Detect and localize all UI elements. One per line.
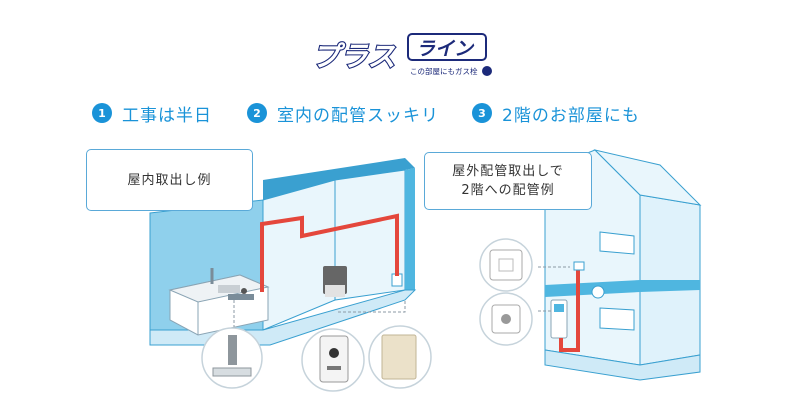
feature-2: 2 室内の配管スッキリ <box>247 102 439 126</box>
feature-3: 3 2階のお部屋にも <box>472 102 640 126</box>
feature-1-text: 工事は半日 <box>122 105 212 126</box>
logo-sub-text: この部屋にもガス栓 <box>410 66 478 76</box>
callout-indoor: 屋内取出し例 <box>86 149 253 211</box>
callout-outdoor-line2: 2階への配管例 <box>461 183 555 198</box>
detail-wall-outlet-beige <box>368 325 432 389</box>
feature-1: 1 工事は半日 <box>92 102 212 126</box>
callout-indoor-text: 屋内取出し例 <box>127 172 212 188</box>
feature-2-number: 2 <box>247 103 267 123</box>
gas-outlet-icon <box>482 66 492 76</box>
feature-3-number: 3 <box>472 103 492 123</box>
detail-wall-outlet-dark <box>301 328 365 392</box>
feature-2-text: 室内の配管スッキリ <box>277 105 439 126</box>
callout-outdoor: 屋外配管取出しで 2階への配管例 <box>424 152 592 210</box>
feature-3-text: 2階のお部屋にも <box>502 105 640 126</box>
feature-1-number: 1 <box>92 103 112 123</box>
detail-outdoor-plate <box>479 238 533 292</box>
plusline-logo: プラス ライン この部屋にもガス栓 <box>306 30 494 80</box>
logo-badge-text: ライン <box>416 38 475 60</box>
detail-gas-valve <box>201 327 263 389</box>
detail-outdoor-outlet <box>479 292 533 346</box>
callout-outdoor-line1: 屋外配管取出しで <box>452 164 564 179</box>
indoor-room <box>149 158 417 346</box>
logo-main-text: プラス <box>312 40 395 73</box>
